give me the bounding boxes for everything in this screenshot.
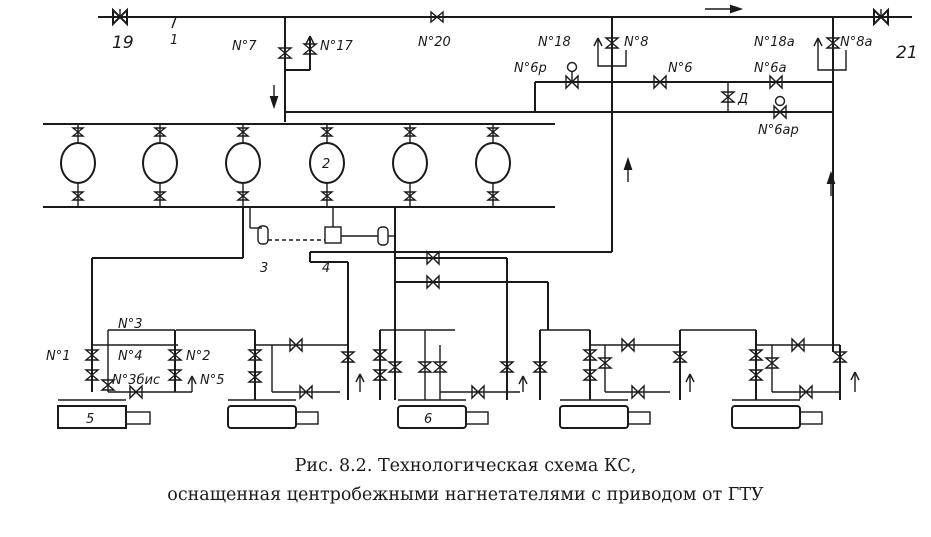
label-item-4: 4	[322, 261, 330, 276]
label-item-3: 3	[260, 261, 268, 276]
label-valve-6: N°6	[668, 61, 693, 76]
separator-2	[142, 124, 178, 207]
separator-6	[475, 124, 511, 207]
caption-line-2: оснащенная центробежными нагнетателями с…	[167, 485, 764, 505]
main-pipeline	[98, 4, 912, 29]
label-line-1: 1	[170, 33, 178, 48]
label-valve-8: N°8	[624, 35, 649, 50]
label-valve-18: N°18	[538, 35, 571, 50]
separator-3	[225, 124, 261, 207]
label-valve-18a: N°18а	[754, 35, 795, 50]
gpu-unit-1	[57, 329, 255, 429]
label-valve-2: N°2	[186, 349, 211, 364]
caption-line-1: Рис. 8.2. Технологическая схема КС,	[294, 456, 637, 476]
fuel-gas-unit	[249, 207, 395, 246]
label-separator-2: 2	[322, 157, 330, 172]
bypass-line	[534, 61, 833, 112]
outlet-branch-a	[813, 17, 847, 352]
separator-1	[60, 124, 96, 207]
gpu-unit-4	[532, 329, 756, 429]
label-valve-d: Д	[737, 92, 748, 107]
label-valve-20: N°20	[418, 35, 451, 50]
label-valve-17: N°17	[320, 39, 353, 54]
label-valve-5: N°5	[200, 373, 225, 388]
gpu-unit-3	[372, 329, 528, 429]
label-unit-6: 6	[424, 412, 432, 427]
label-unit-5: 5	[86, 412, 94, 427]
label-valve-19: 19	[112, 33, 134, 53]
label-valve-4: N°4	[118, 349, 143, 364]
separator-4	[309, 124, 345, 207]
figure-caption: Рис. 8.2. Технологическая схема КС, осна…	[0, 452, 931, 510]
gpu-unit-2	[227, 330, 365, 429]
label-valve-21: 21	[896, 43, 918, 63]
label-valve-3: N°3	[118, 317, 143, 332]
separator-battery	[43, 123, 555, 208]
inlet-branch	[269, 17, 318, 122]
technological-scheme: 19 1 N°7 N°17 N°20 N°18 N°8 N°18а N°8а 2…	[43, 4, 918, 429]
ring-header	[285, 82, 833, 120]
gpu-unit-5	[731, 330, 860, 429]
manifolds	[91, 207, 549, 345]
label-valve-6a: N°6а	[754, 61, 786, 76]
label-valve-6r: N°6р	[514, 61, 547, 76]
label-valve-6ar: N°6ар	[758, 123, 799, 138]
label-valve-7: N°7	[232, 39, 257, 54]
label-valve-1: N°1	[46, 349, 71, 364]
label-valve-3bis: N°3бис	[112, 373, 160, 388]
label-valve-8a: N°8а	[840, 35, 872, 50]
separator-5	[392, 124, 428, 207]
outlet-branch	[310, 17, 633, 253]
